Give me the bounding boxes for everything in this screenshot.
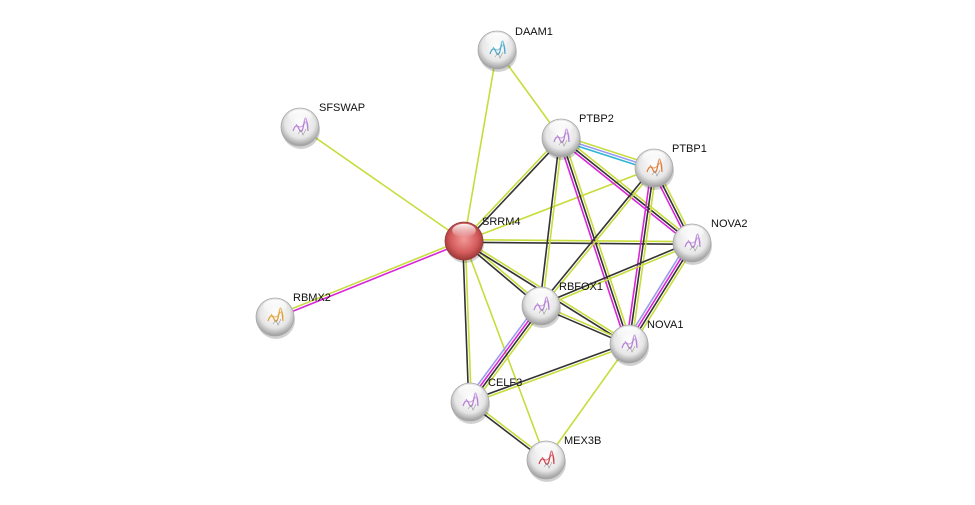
edge-strand-experiments xyxy=(558,139,691,246)
edge-strand-experiments xyxy=(275,241,465,319)
edge-strand-textmining xyxy=(545,343,630,461)
edge-strand-coexpression xyxy=(470,306,543,404)
edge-ptbp2-nova2[interactable] xyxy=(558,135,695,246)
node-sfswap[interactable]: SFSWAP xyxy=(280,102,365,149)
edge-strand-textmining xyxy=(463,49,498,242)
edge-ptbp1-nova1[interactable] xyxy=(625,167,658,345)
edge-strand-coexpression xyxy=(560,137,693,244)
edge-srrm4-nova2[interactable] xyxy=(463,238,693,246)
node-label: PTBP2 xyxy=(579,113,614,125)
edge-srrm4-ptbp1[interactable] xyxy=(463,167,655,242)
edge-srrm4-celf3[interactable] xyxy=(461,240,473,403)
edge-strand-textmining xyxy=(470,344,630,404)
sphere-highlight xyxy=(529,288,553,303)
node-label: PTBP1 xyxy=(672,143,707,155)
sphere-highlight xyxy=(485,32,509,47)
edge-strand-textmining xyxy=(299,126,465,242)
edge-strand-coexpression xyxy=(461,241,470,403)
node-daam1[interactable]: DAAM1 xyxy=(477,26,553,72)
edge-strand-coexpression xyxy=(628,167,655,345)
node-label: RBFOX1 xyxy=(559,281,603,293)
edge-rbmx2-srrm4[interactable] xyxy=(274,239,465,319)
node-srrm4[interactable]: SRRM4 xyxy=(444,216,521,263)
edge-strand-textmining xyxy=(562,135,695,242)
edge-nova2-rbfox1[interactable] xyxy=(540,241,693,308)
edge-srrm4-ptbp2[interactable] xyxy=(462,136,563,243)
node-label: CELF3 xyxy=(488,377,522,389)
sphere-highlight xyxy=(534,442,558,457)
node-celf3[interactable]: CELF3 xyxy=(450,377,522,424)
node-nova1[interactable]: NOVA1 xyxy=(609,319,683,366)
node-label: SFSWAP xyxy=(319,102,365,114)
edge-nova2-nova1[interactable] xyxy=(625,240,696,347)
sphere-highlight xyxy=(263,299,287,314)
edge-strand-textmining xyxy=(541,168,656,308)
sphere-highlight xyxy=(642,150,666,165)
node-mex3b[interactable]: MEX3B xyxy=(526,435,601,482)
edge-strand-textmining xyxy=(472,307,545,405)
edge-strand-textmining xyxy=(463,240,547,461)
sphere-highlight xyxy=(458,384,482,399)
edge-daam1-srrm4[interactable] xyxy=(463,49,498,242)
edge-nova1-mex3b[interactable] xyxy=(545,343,630,461)
edge-strand-coexpression xyxy=(463,241,692,246)
node-label: MEX3B xyxy=(564,435,601,447)
node-label: DAAM1 xyxy=(515,26,553,38)
edge-strand-textmining xyxy=(464,238,693,243)
edge-sfswap-srrm4[interactable] xyxy=(299,126,465,242)
edge-strand-homology xyxy=(466,303,539,401)
sphere-highlight xyxy=(452,223,476,238)
edge-strand-coexpression xyxy=(538,137,561,306)
sphere-highlight xyxy=(617,326,641,341)
node-ptbp2[interactable]: PTBP2 xyxy=(541,113,614,160)
edge-strand-textmining xyxy=(541,138,564,307)
node-ptbp1[interactable]: PTBP1 xyxy=(634,143,707,190)
sphere-highlight xyxy=(549,120,573,135)
edge-strand-textmining xyxy=(463,167,655,242)
edge-strand-homology xyxy=(625,240,690,343)
edge-strand-coexpression xyxy=(540,241,692,306)
node-rbmx2[interactable]: RBMX2 xyxy=(255,292,331,339)
edge-strand-textmining xyxy=(462,136,561,241)
node-label: RBMX2 xyxy=(293,292,331,304)
edge-strand-textmining xyxy=(631,244,696,347)
node-label: NOVA2 xyxy=(711,218,747,230)
node-rbfox1[interactable]: RBFOX1 xyxy=(521,281,603,328)
sphere-highlight xyxy=(288,109,312,124)
sphere-highlight xyxy=(680,225,704,240)
edge-nova1-celf3[interactable] xyxy=(469,342,630,404)
edge-rbfox1-celf3[interactable] xyxy=(466,303,545,405)
node-label: SRRM4 xyxy=(482,216,521,228)
edge-strand-experiments xyxy=(468,304,541,402)
edge-strand-coexpression xyxy=(629,243,694,346)
edge-strand-coexpression xyxy=(464,138,563,243)
edge-strand-textmining xyxy=(541,243,693,308)
edge-strand-coexpression xyxy=(469,342,629,402)
edge-strand-textmining xyxy=(464,240,473,402)
edge-ptbp2-rbfox1[interactable] xyxy=(538,137,564,307)
edge-srrm4-mex3b[interactable] xyxy=(463,240,547,461)
edge-strand-textmining xyxy=(274,239,464,317)
edge-strand-experiments xyxy=(625,167,653,344)
edge-strand-experiments xyxy=(627,241,692,344)
edge-strand-textmining xyxy=(630,168,658,345)
node-label: NOVA1 xyxy=(647,319,683,331)
node-nova2[interactable]: NOVA2 xyxy=(672,218,747,265)
edge-strand-coexpression xyxy=(539,166,654,306)
edge-ptbp1-rbfox1[interactable] xyxy=(539,166,656,308)
